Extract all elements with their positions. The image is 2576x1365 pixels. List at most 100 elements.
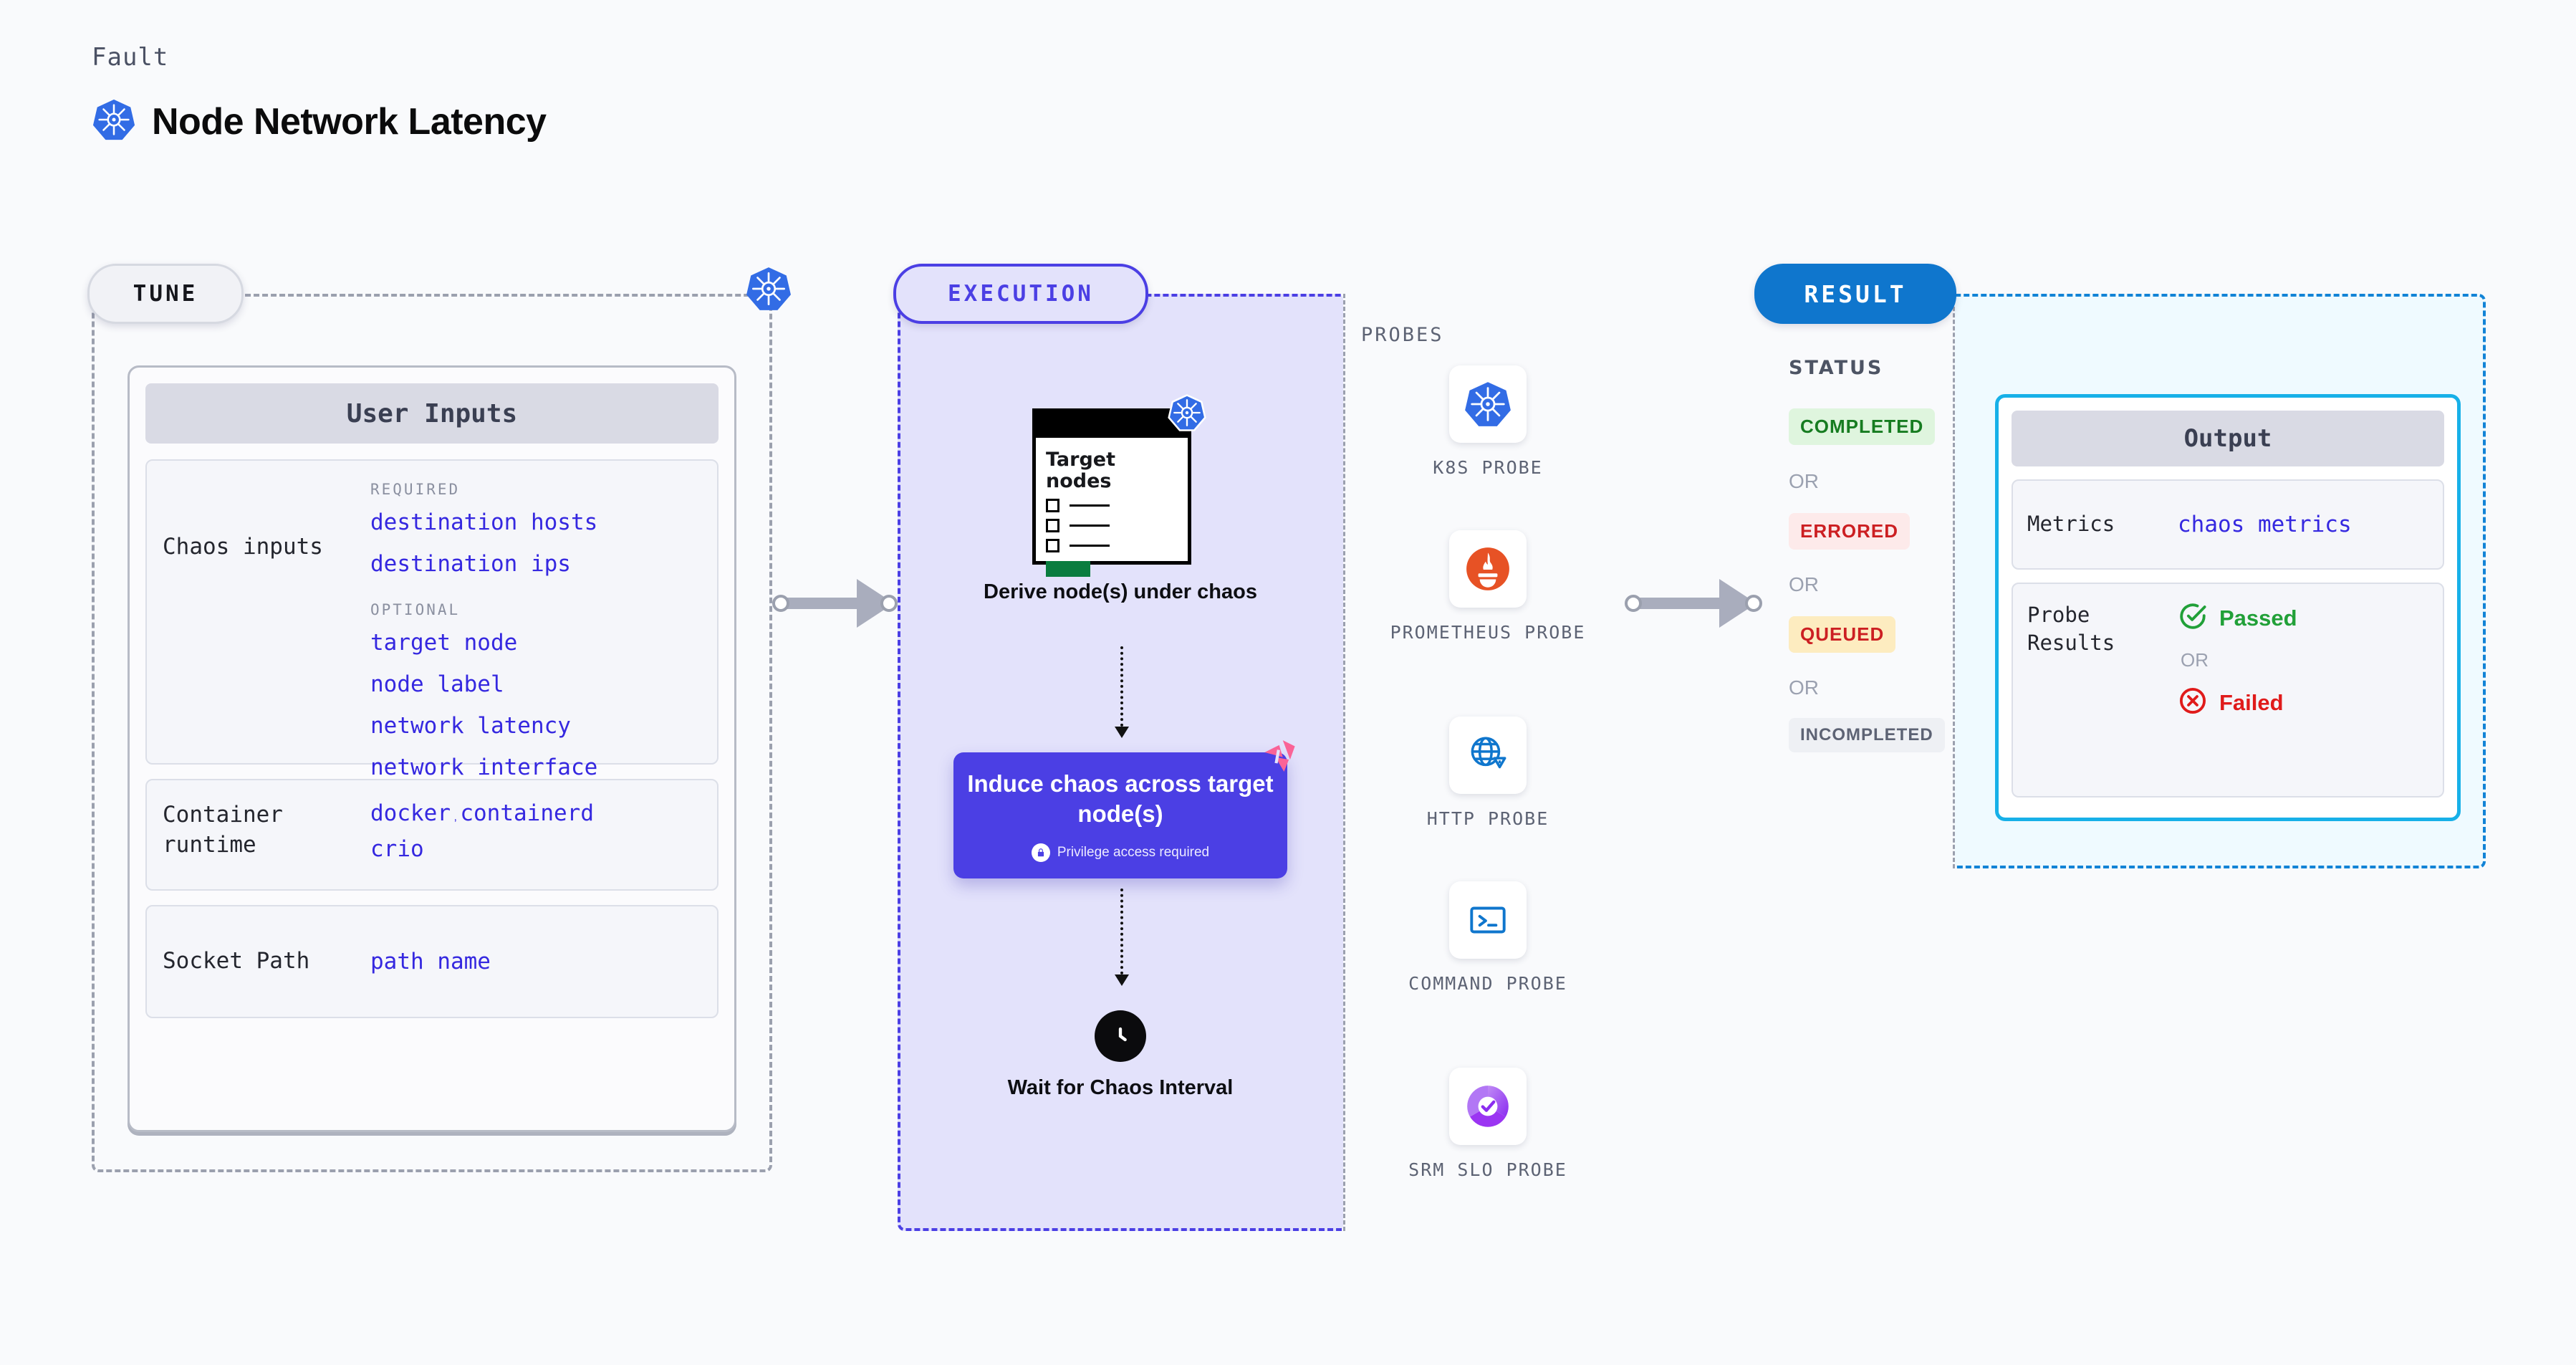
- derive-nodes-caption: Derive node(s) under chaos: [984, 580, 1257, 603]
- probe-passed: Passed: [2178, 601, 2428, 635]
- or-label: OR: [1789, 573, 1819, 595]
- checkbox-icon: [1046, 539, 1059, 553]
- input-destination-ips[interactable]: destination ips: [370, 551, 571, 577]
- flow-arrow-2: [1120, 889, 1123, 974]
- input-node-label[interactable]: node label: [370, 671, 504, 697]
- kubernetes-icon: [92, 97, 136, 145]
- execution-panel: PROBES K8S PROBE: [893, 264, 1628, 1231]
- container-runtime-values: docker , containerd crio: [370, 800, 701, 869]
- probe-label: COMMAND PROBE: [1408, 973, 1567, 994]
- result-pill[interactable]: RESULT: [1754, 264, 1956, 324]
- checkbox-row: [1046, 539, 1178, 553]
- induce-chaos-step: Induce chaos across target node(s) Privi…: [953, 740, 1295, 878]
- line-placeholder: [1070, 525, 1110, 527]
- probe-results-label: Probe Results: [2027, 603, 2115, 656]
- checkbox-row: [1046, 519, 1178, 533]
- user-inputs-title: User Inputs: [145, 383, 719, 444]
- or-label: OR: [1789, 676, 1819, 699]
- input-network-latency[interactable]: network latency: [370, 713, 571, 739]
- socket-path-value[interactable]: path name: [370, 949, 491, 974]
- connector-start-dot: [772, 595, 789, 612]
- runtime-separator: ,: [453, 811, 457, 823]
- lock-icon: [1031, 843, 1050, 863]
- output-title: Output: [2012, 411, 2444, 466]
- prometheus-icon: [1449, 530, 1527, 608]
- terminal-icon: [1449, 881, 1527, 959]
- wait-interval-caption: Wait for Chaos Interval: [1007, 1076, 1234, 1099]
- probe-results-row: Probe Results Passed OR: [2012, 583, 2444, 798]
- status-column: STATUS COMPLETED OR ERRORED OR QUEUED OR…: [1759, 294, 1955, 868]
- progress-bar: [1046, 561, 1090, 578]
- probe-k8s[interactable]: K8S PROBE: [1345, 365, 1630, 480]
- metrics-value[interactable]: chaos metrics: [2178, 512, 2352, 537]
- globe-warning-icon: [1449, 717, 1527, 794]
- x-circle-icon: [2178, 686, 2208, 719]
- harness-icon: [1259, 737, 1297, 779]
- runtime-crio[interactable]: crio: [370, 836, 424, 862]
- connector-shaft: [1632, 598, 1728, 609]
- probe-label: HTTP PROBE: [1426, 808, 1549, 829]
- probe-prometheus[interactable]: PROMETHEUS PROBE: [1345, 530, 1630, 645]
- probe-label: K8S PROBE: [1433, 457, 1543, 478]
- line-placeholder: [1070, 504, 1110, 507]
- probes-title: PROBES: [1361, 324, 1444, 346]
- connector-end-dot: [880, 595, 898, 612]
- metrics-values: chaos metrics: [2178, 512, 2428, 537]
- input-target-node[interactable]: target node: [370, 630, 518, 656]
- probe-results-values: Passed OR Failed: [2178, 601, 2428, 779]
- failed-text: Failed: [2219, 689, 2284, 715]
- probes-column: PROBES K8S PROBE: [1343, 294, 1628, 1231]
- checkbox-icon: [1046, 499, 1059, 513]
- chaos-inputs-label: Chaos inputs: [163, 534, 323, 560]
- probe-command[interactable]: COMMAND PROBE: [1345, 881, 1630, 996]
- tune-panel: TUNE User Inputs Chaos inputs REQUIRED d…: [87, 264, 791, 1172]
- probe-failed: Failed: [2178, 686, 2428, 719]
- execution-pill[interactable]: EXECUTION: [893, 264, 1148, 324]
- input-network-interface[interactable]: network interface: [370, 755, 598, 780]
- socket-path-label: Socket Path: [163, 948, 310, 974]
- card-body: Target nodes: [1036, 438, 1188, 578]
- socket-path-section: Socket Path path name: [145, 905, 719, 1018]
- tune-panel-outline: [92, 294, 772, 1172]
- socket-path-values: path name: [370, 949, 701, 974]
- kubernetes-icon: [1449, 365, 1527, 443]
- output-card: Output Metrics chaos metrics Probe Resul…: [1995, 394, 2461, 821]
- status-badge-queued: QUEUED: [1789, 616, 1896, 653]
- runtime-docker[interactable]: docker: [370, 800, 451, 826]
- page-title: Node Network Latency: [152, 100, 547, 143]
- container-runtime-label: Container runtime: [163, 802, 283, 858]
- or-label: OR: [1789, 470, 1819, 492]
- runtime-containerd[interactable]: containerd: [460, 800, 594, 826]
- chaos-inputs-section: Chaos inputs REQUIRED destination hosts …: [145, 459, 719, 780]
- fault-label: Fault: [92, 43, 169, 72]
- optional-tag: OPTIONAL: [370, 601, 461, 618]
- title-row: Node Network Latency: [92, 97, 547, 145]
- input-destination-hosts[interactable]: destination hosts: [370, 509, 598, 535]
- checkbox-row: [1046, 499, 1178, 513]
- probe-label: PROMETHEUS PROBE: [1390, 622, 1586, 643]
- tune-pill[interactable]: TUNE: [87, 264, 244, 324]
- connector-end-dot: [1745, 595, 1762, 612]
- metrics-label: Metrics: [2027, 512, 2115, 537]
- status-badge-incompleted: INCOMPLETED: [1789, 718, 1945, 752]
- kubernetes-icon: [745, 265, 792, 316]
- line-placeholder: [1070, 545, 1110, 547]
- passed-text: Passed: [2219, 605, 2297, 631]
- probe-srm-slo[interactable]: SRM SLO PROBE: [1345, 1068, 1630, 1182]
- arrow-down-icon: [1115, 974, 1129, 986]
- card-titlebar: [1036, 412, 1188, 438]
- induce-chaos-title: Induce chaos across target node(s): [967, 770, 1274, 827]
- execution-pill-label: EXECUTION: [948, 281, 1094, 307]
- privilege-note: Privilege access required: [1031, 843, 1209, 863]
- probe-http[interactable]: HTTP PROBE: [1345, 717, 1630, 831]
- execution-flow: Target nodes: [898, 294, 1343, 1231]
- or-label: OR: [2181, 649, 2209, 671]
- connector-shaft: [779, 598, 865, 609]
- check-circle-icon: [2178, 601, 2208, 635]
- status-badge-completed: COMPLETED: [1789, 408, 1936, 445]
- checkbox-icon: [1046, 519, 1059, 533]
- status-badge-errored: ERRORED: [1789, 513, 1911, 550]
- result-pill-label: RESULT: [1804, 279, 1907, 308]
- required-tag: REQUIRED: [370, 481, 461, 498]
- container-runtime-section: Container runtime docker , containerd cr…: [145, 779, 719, 891]
